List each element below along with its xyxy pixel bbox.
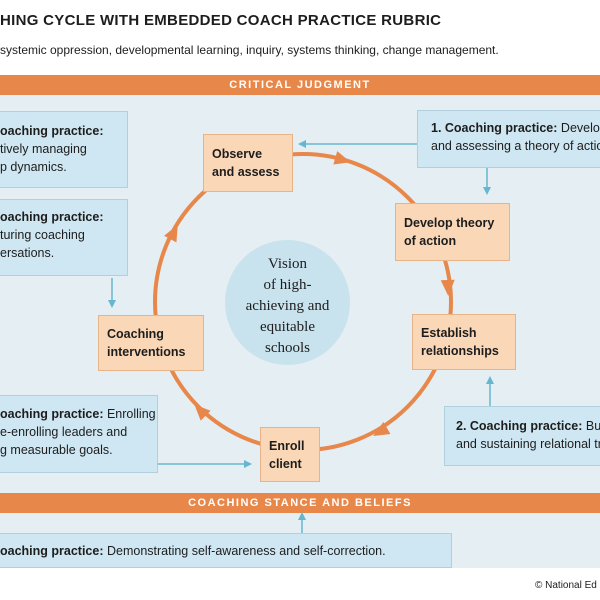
arrowhead-right-upper: [440, 279, 455, 296]
vision-circle: [225, 240, 350, 365]
stage-enroll-client: Enroll client: [260, 427, 320, 482]
stage-label: relationships: [421, 344, 499, 358]
practice-line: e-enrolling leaders and: [0, 425, 128, 439]
practice-heading: oaching practice:: [0, 544, 104, 558]
practice-box-top-left: oaching practice: tively managing p dyna…: [0, 111, 128, 188]
stage-label: client: [269, 456, 302, 471]
practice-heading: 1. Coaching practice:: [431, 121, 558, 135]
stage-label: Establish: [421, 326, 477, 340]
stage-label: Develop theory: [404, 216, 495, 230]
practice-line: p dynamics.: [0, 160, 67, 174]
vision-line: Vision: [267, 256, 308, 272]
copyright-credit: © National Ed: [535, 580, 597, 591]
arrowhead-left: [164, 224, 178, 243]
stage-label: Observe: [212, 147, 263, 161]
stage-label: Coaching: [107, 327, 164, 341]
practice-heading: oaching practice:: [0, 124, 104, 138]
practice-box-top-right: 1. Coaching practice: Develop and assess…: [417, 110, 600, 168]
practice-line: and sustaining relational tr: [456, 437, 600, 451]
practice-box-bottom: oaching practice: Demonstrating self-awa…: [0, 533, 452, 568]
stage-label: interventions: [107, 345, 186, 359]
practice-line: tively managing: [0, 142, 87, 156]
practice-text: Develop: [560, 121, 600, 135]
practice-line: and assessing a theory of action: [431, 139, 600, 153]
arrowhead-top: [333, 151, 351, 165]
stage-label: Enroll: [269, 438, 305, 453]
critical-judgment-band: CRITICAL JUDGMENT: [0, 75, 600, 95]
vision-line: achieving and: [245, 298, 330, 314]
practice-box-low-left: oaching practice: Enrolling e-enrolling …: [0, 395, 158, 473]
vision-line: equitable: [260, 319, 315, 335]
arrowhead-bottom-left: [194, 404, 211, 421]
connector-arrows: [108, 140, 494, 533]
vision-text: Vision of high- achieving and equitable …: [225, 254, 350, 359]
practice-text: Enrolling: [103, 407, 156, 421]
coaching-stance-band: COACHING STANCE AND BELIEFS: [0, 493, 600, 513]
practice-line: g measurable goals.: [0, 443, 113, 457]
practice-box-mid-right: 2. Coaching practice: Buil and sustainin…: [444, 406, 600, 466]
practice-box-mid-left: oaching practice: turing coaching ersati…: [0, 199, 128, 276]
practice-text: Demonstrating self-awareness and self-co…: [103, 544, 386, 558]
stage-develop-theory: Develop theory of action: [395, 203, 510, 261]
practice-heading: oaching practice:: [0, 407, 104, 421]
stage-coaching-interventions: Coaching interventions: [98, 315, 204, 371]
practice-heading: 2. Coaching practice:: [456, 419, 583, 433]
stage-observe-assess: Observe and assess: [203, 134, 293, 192]
diagram-subtitle: systemic oppression, developmental learn…: [0, 43, 499, 57]
cycle-arrowheads: [164, 151, 455, 436]
arrowhead-right-lower: [373, 421, 391, 436]
practice-line: ersations.: [0, 246, 55, 260]
diagram-title: HING CYCLE WITH EMBEDDED COACH PRACTICE …: [0, 12, 442, 29]
stage-label: of action: [404, 234, 457, 248]
practice-heading: oaching practice:: [0, 210, 104, 224]
vision-line: schools: [265, 340, 310, 356]
vision-line: of high-: [263, 277, 312, 293]
stage-label: and assess: [212, 165, 280, 179]
practice-line: turing coaching: [0, 228, 85, 242]
practice-text: Buil: [585, 419, 600, 433]
stage-establish-relationships: Establish relationships: [412, 314, 516, 370]
